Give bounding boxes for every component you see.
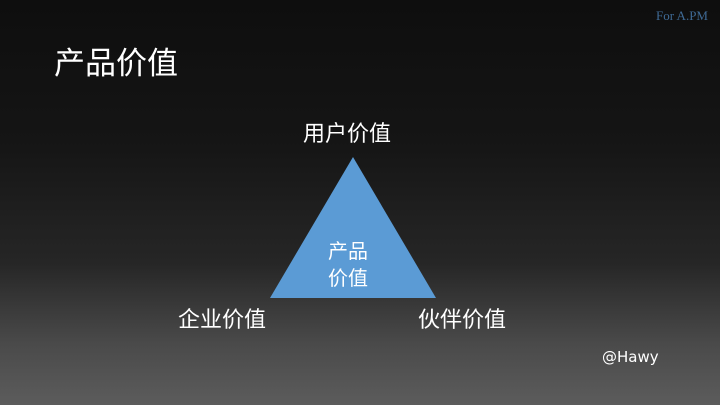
center-line-2: 价值 (328, 266, 368, 290)
user-value-label: 用户价值 (303, 122, 392, 147)
center-line-1: 产品 (328, 239, 368, 263)
partner-value-label: 伙伴价值 (418, 308, 507, 333)
enterprise-value-label: 企业价值 (178, 308, 267, 333)
author-signature: @Hawy (602, 348, 659, 366)
triangle-shape (270, 157, 436, 298)
header-tag: For A.PM (655, 8, 708, 23)
product-value-label: 产品 价值 (328, 238, 368, 292)
slide-title: 产品价值 (54, 46, 178, 82)
